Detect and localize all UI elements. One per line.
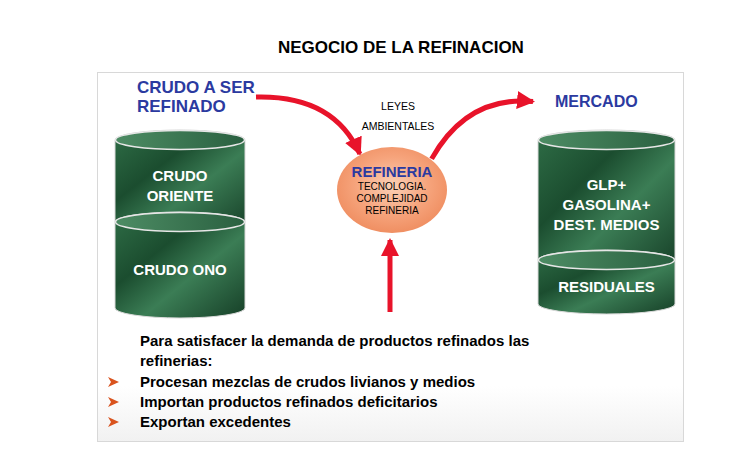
tank-group: CRUDO A SER REFINADO CRUDO ORIENTE CRUDO O… [108, 78, 256, 318]
tank-body [115, 130, 245, 232]
tank-rim [539, 251, 675, 270]
flow-arrow [256, 97, 360, 154]
flow-arrow [432, 101, 533, 159]
tank-rim [116, 131, 245, 150]
diagram-title: NEGOCIO DE LA REFINACION [278, 38, 524, 58]
tank-rim [116, 213, 245, 232]
tank-heading: MERCADO [555, 92, 675, 111]
tank-body [538, 130, 675, 270]
tank-body [538, 250, 675, 314]
bullet-text: Importan productos refinados deficitario… [140, 392, 620, 412]
tank-section: CRUDO ONO [115, 212, 245, 318]
tank-label: CRUDO ORIENTE [123, 166, 237, 206]
node-body: TECNOLOGIA. COMPLEJIDAD REFINERIA [350, 181, 434, 217]
bullet-text: Procesan mezclas de crudos livianos y me… [140, 372, 620, 392]
tank-label: RESIDUALES [546, 277, 667, 297]
bullet-arrow [108, 397, 119, 407]
bullet-text: Exportan excedentes [140, 412, 620, 432]
tank-rim [539, 131, 675, 150]
bullet-arrow [108, 377, 119, 387]
refinery-ellipse: REFINERIATECNOLOGIA. COMPLEJIDAD REFINER… [336, 146, 448, 234]
ellipse-fill [337, 147, 447, 233]
tank-body [115, 212, 245, 318]
tank-label: GLP+ GASOLINA+ DEST. MEDIOS [546, 175, 667, 235]
annotation: LEYES AMBIENTALES [352, 96, 444, 136]
tank-group: MERCADO GLP+ GASOLINA+ DEST. MEDIOS RESIDU… [533, 88, 681, 316]
tank-section: RESIDUALES [538, 250, 675, 314]
node-heading: REFINERIA [352, 163, 433, 181]
note-text: Para satisfacer la demanda de productos … [140, 331, 602, 371]
panel [98, 73, 684, 442]
tank-label: CRUDO ONO [123, 260, 237, 280]
input-arrow [388, 240, 393, 312]
tank-section: GLP+ GASOLINA+ DEST. MEDIOS [538, 130, 675, 270]
tank-heading: CRUDO A SER REFINADO [137, 78, 255, 116]
bullet-arrow [108, 417, 119, 427]
